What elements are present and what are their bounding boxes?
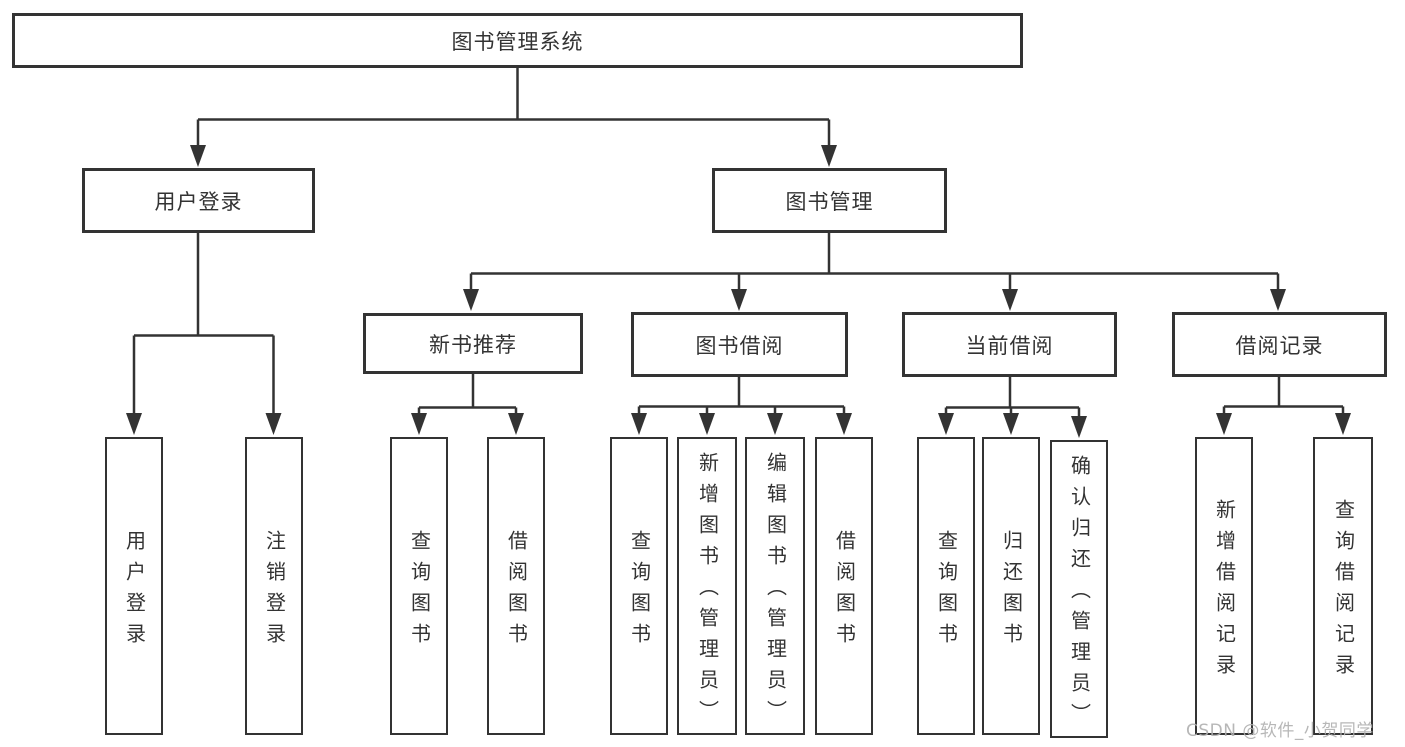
arrow-icon	[631, 413, 647, 435]
node-current-borrow: 当前借阅	[902, 312, 1117, 377]
leaf-query-books-current: 查询图书	[917, 437, 975, 735]
arrow-icon	[1002, 289, 1018, 311]
leaf-label: 查询图书	[934, 529, 959, 654]
node-root-system: 图书管理系统	[12, 13, 1023, 68]
arrow-icon	[836, 413, 852, 435]
leaf-user-login: 用户登录	[105, 437, 163, 735]
arrow-icon	[699, 413, 715, 435]
node-book-borrow: 图书借阅	[631, 312, 848, 377]
node-user-login: 用户登录	[82, 168, 315, 233]
arrow-icon	[265, 413, 282, 435]
leaf-logout: 注销登录	[245, 437, 303, 735]
arrow-icon	[938, 413, 954, 435]
leaf-label: 查询图书	[407, 529, 432, 654]
arrow-icon	[1071, 416, 1087, 438]
arrow-icon	[1270, 289, 1286, 311]
arrow-icon	[1003, 413, 1019, 435]
leaf-query-borrow-record: 查询借阅记录	[1313, 437, 1373, 735]
leaf-add-borrow-record: 新增借阅记录	[1195, 437, 1253, 735]
leaf-edit-books-admin: 编辑图书（管理员）	[745, 437, 805, 735]
leaf-query-books-borrow: 查询图书	[610, 437, 668, 735]
leaf-label: 注销登录	[262, 529, 287, 654]
leaf-borrow-books-recommend: 借阅图书	[487, 437, 545, 735]
arrow-icon	[821, 145, 837, 167]
leaf-label: 借阅图书	[504, 529, 529, 654]
leaf-label: 用户登录	[122, 529, 147, 654]
node-book-management: 图书管理	[712, 168, 947, 233]
arrow-icon	[508, 413, 524, 435]
arrow-icon	[463, 289, 479, 311]
leaf-return-books: 归还图书	[982, 437, 1040, 735]
leaf-label: 查询图书	[627, 529, 652, 654]
leaf-confirm-return-admin: 确认归还（管理员）	[1050, 440, 1108, 738]
leaf-label: 编辑图书（管理员）	[763, 452, 788, 731]
leaf-label: 归还图书	[999, 529, 1024, 654]
arrow-icon	[767, 413, 783, 435]
arrow-icon	[731, 289, 747, 311]
arrow-icon	[126, 413, 142, 435]
leaf-query-books-recommend: 查询图书	[390, 437, 448, 735]
arrow-icon	[1335, 413, 1351, 435]
arrow-icon	[1216, 413, 1232, 435]
leaf-label: 查询借阅记录	[1331, 498, 1356, 685]
csdn-watermark: CSDN @软件_小贺同学	[1186, 721, 1374, 741]
leaf-label: 借阅图书	[832, 529, 857, 654]
leaf-borrow-books: 借阅图书	[815, 437, 873, 735]
leaf-label: 新增借阅记录	[1212, 498, 1237, 685]
leaf-label: 新增图书（管理员）	[695, 452, 720, 731]
arrow-icon	[411, 413, 427, 435]
leaf-label: 确认归还（管理员）	[1067, 455, 1092, 734]
arrow-icon	[190, 145, 206, 167]
leaf-add-books-admin: 新增图书（管理员）	[677, 437, 737, 735]
node-borrow-records: 借阅记录	[1172, 312, 1387, 377]
node-new-book-recommend: 新书推荐	[363, 313, 583, 374]
